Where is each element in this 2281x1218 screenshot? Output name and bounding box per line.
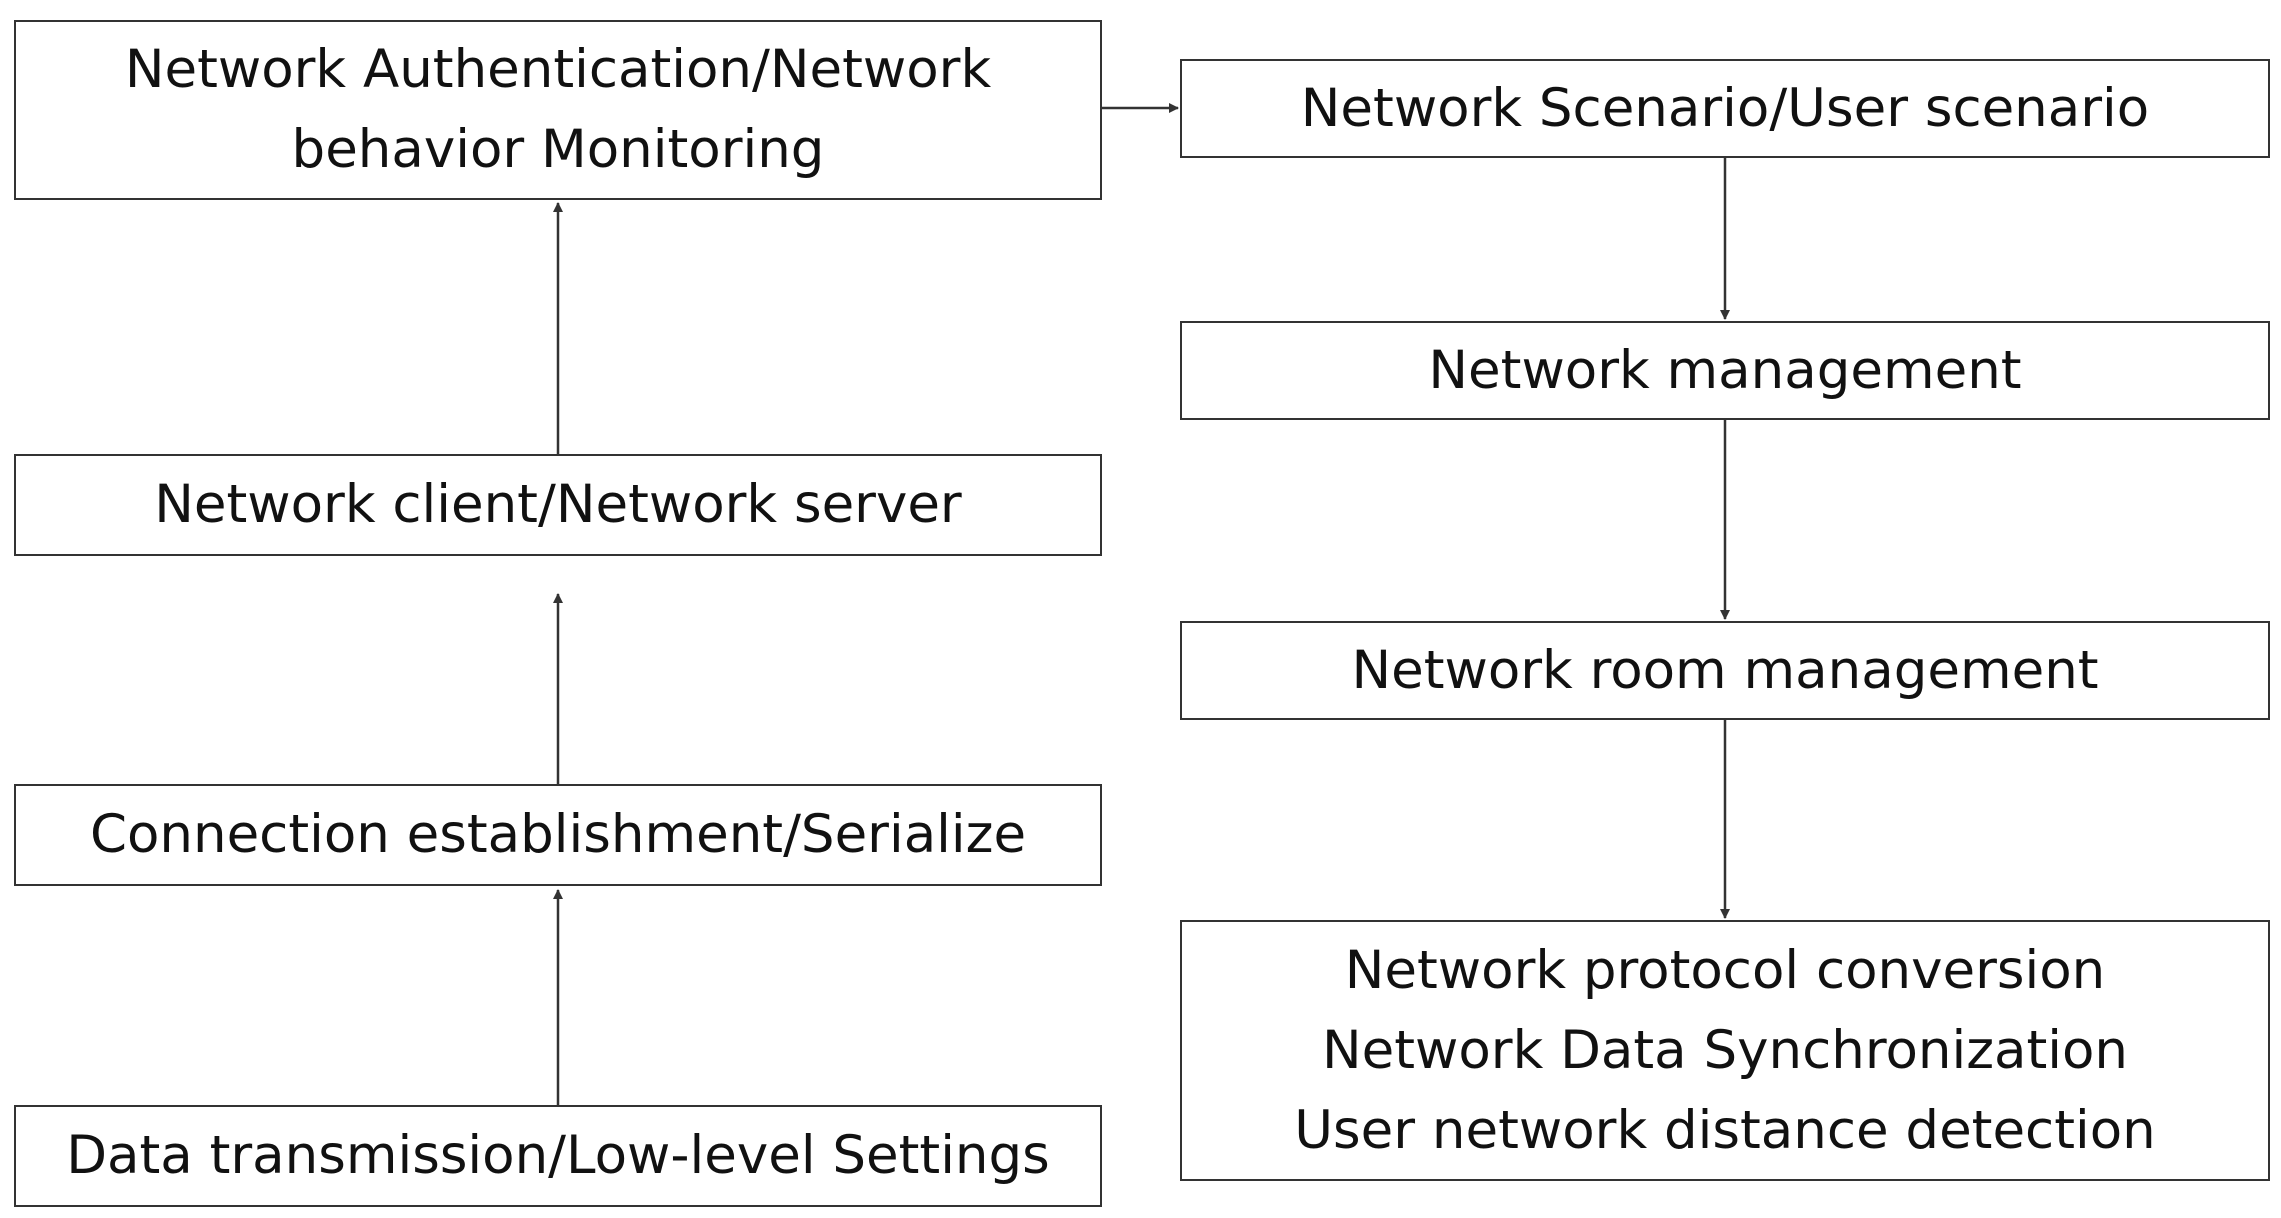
- node-text-line: Data transmission/Low-level Settings: [66, 1125, 1050, 1186]
- node-text-line: Connection establishment/Serialize: [89, 804, 1027, 865]
- node-text-line: Network Scenario/User scenario: [1300, 77, 2150, 139]
- node-text-line: Network Data Synchronization: [1321, 1019, 2129, 1081]
- node-text-line: behavior Monitoring: [291, 119, 825, 180]
- node-connection-establishment: Connection establishment/Serialize: [14, 784, 1102, 886]
- node-network-room-management: Network room management: [1180, 621, 2270, 720]
- node-network-protocol-conversion: Network protocol conversion Network Data…: [1180, 920, 2270, 1181]
- node-text-line: User network distance detection: [1294, 1099, 2156, 1161]
- node-text-line: Network protocol conversion: [1344, 939, 2106, 1001]
- node-data-transmission: Data transmission/Low-level Settings: [14, 1105, 1102, 1207]
- node-network-authentication: Network Authentication/Network behavior …: [14, 20, 1102, 200]
- node-network-client-server: Network client/Network server: [14, 454, 1102, 556]
- node-text-line: Network room management: [1351, 639, 2099, 701]
- node-text-line: Network management: [1428, 339, 2022, 401]
- node-network-scenario: Network Scenario/User scenario: [1180, 59, 2270, 158]
- node-text-line: Network client/Network server: [154, 474, 962, 535]
- node-text-line: Network Authentication/Network: [124, 39, 992, 100]
- node-network-management: Network management: [1180, 321, 2270, 420]
